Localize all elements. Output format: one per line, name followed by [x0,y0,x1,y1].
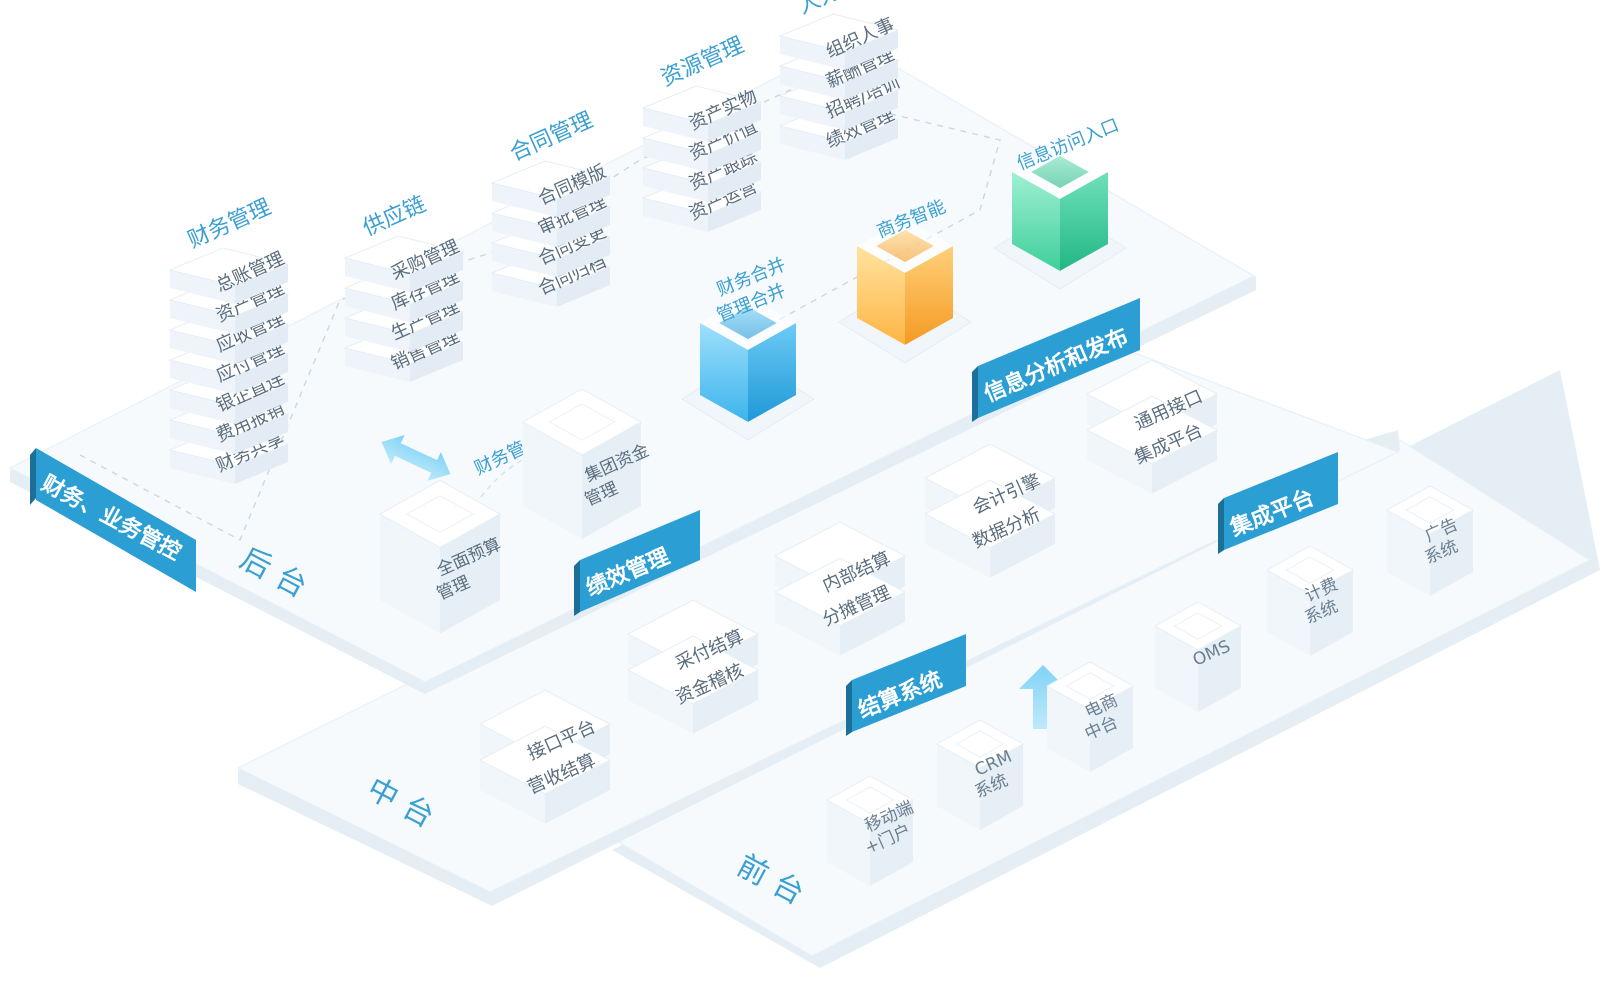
slab: 总账管理 [168,247,290,304]
ribbon-performance: 绩效管理 [574,510,700,616]
column-title: 供应链 [359,192,429,242]
front-system-box: OMS [1153,601,1243,713]
column-title: 资源管理 [657,33,748,92]
double-arrow-icon [381,435,451,481]
front-system-box: 移动端+门户 [825,775,917,887]
column-title: 合同管理 [506,108,597,167]
column-title: 财务管理 [184,195,275,254]
slab: 资产实物 [641,85,763,142]
module-columns: 财务共享费用报销银企直连应付管理应收管理资产管理总账管理财务管理销售管理生产管理… [168,0,903,484]
slab: 合同模版 [490,160,612,217]
